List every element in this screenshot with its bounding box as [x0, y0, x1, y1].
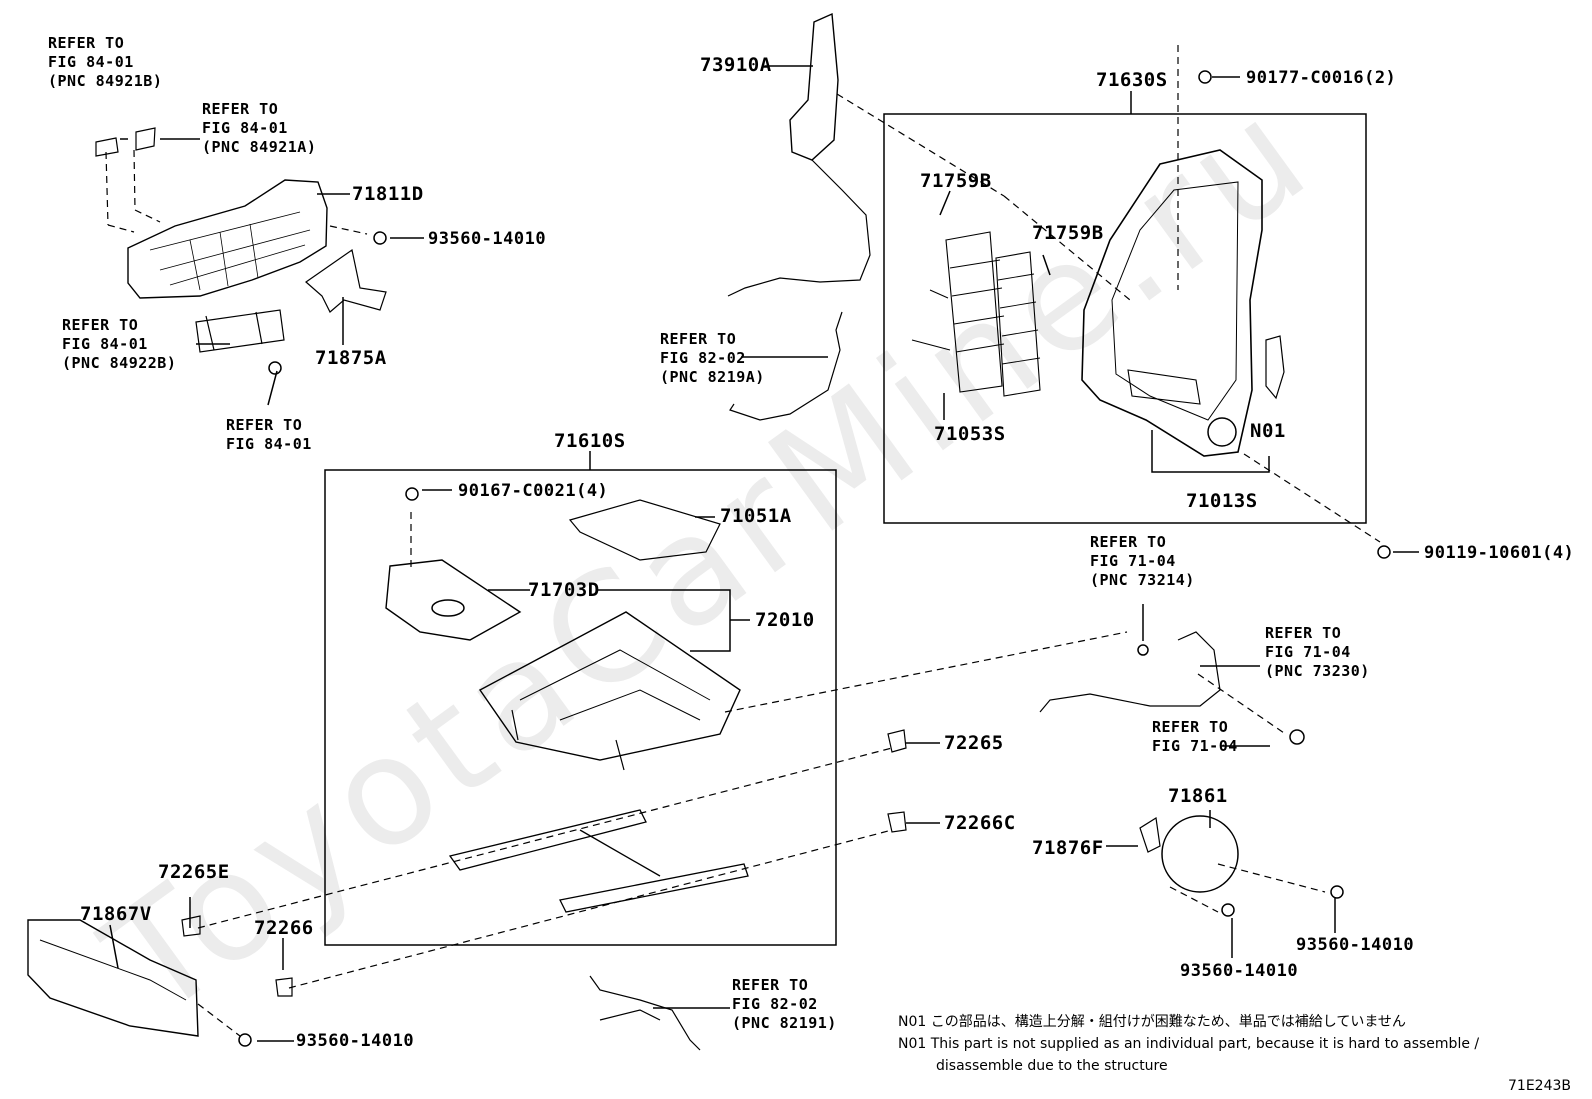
- part-93560-14010: 93560-14010: [1296, 935, 1415, 955]
- part-93560-14010: 93560-14010: [428, 229, 547, 249]
- part-71013S: 71013S: [1186, 490, 1258, 512]
- part-72265: 72265: [944, 732, 1004, 754]
- part-71867V: 71867V: [80, 903, 152, 925]
- note-jp: N01 この部品は、構造上分解・組付けが困難なため、単品では補給していません: [898, 1014, 1406, 1030]
- part-93560-14010: 93560-14010: [1180, 961, 1299, 981]
- part-71630S: 71630S: [1096, 69, 1168, 91]
- part-71811D: 71811D: [352, 183, 424, 205]
- part-71053S: 71053S: [934, 423, 1006, 445]
- part-N01: N01: [1250, 420, 1286, 442]
- part-71703D: 71703D: [528, 579, 600, 601]
- figure-code: 71E243B: [1508, 1078, 1571, 1094]
- note-en-line1: N01 This part is not supplied as an indi…: [898, 1036, 1480, 1052]
- seat-frame-71811D: [127, 179, 328, 299]
- ref-73230: REFER TO FIG 71-04 (PNC 73230): [1265, 624, 1370, 680]
- ref-84921B: REFER TO FIG 84-01 (PNC 84921B): [48, 34, 163, 90]
- part-72010: 72010: [755, 609, 815, 631]
- part-71875A: 71875A: [315, 347, 387, 369]
- note-en-line2: disassemble due to the structure: [936, 1058, 1168, 1074]
- ref-8219A: REFER TO FIG 82-02 (PNC 8219A): [660, 330, 765, 386]
- part-72265E: 72265E: [158, 861, 230, 883]
- part-90119: 90119-10601(4): [1424, 543, 1575, 563]
- ref-84922B: REFER TO FIG 84-01 (PNC 84922B): [62, 316, 177, 372]
- ref-82191: REFER TO FIG 82-02 (PNC 82191): [732, 976, 837, 1032]
- part-71759B: 71759B: [1032, 222, 1104, 244]
- side-cover-71867V: [27, 919, 199, 1037]
- part-90177: 90177-C0016(2): [1246, 68, 1397, 88]
- ref-84-01-bolt: REFER TO FIG 84-01: [226, 416, 312, 453]
- part-72266: 72266: [254, 917, 314, 939]
- part-71861: 71861: [1168, 785, 1228, 807]
- ref-73214: REFER TO FIG 71-04 (PNC 73214): [1090, 533, 1195, 589]
- ref-71-04: REFER TO FIG 71-04: [1152, 718, 1238, 755]
- part-72266C: 72266C: [944, 812, 1016, 834]
- cushion-frame-box: [324, 469, 837, 946]
- part-71759B: 71759B: [920, 170, 992, 192]
- part-71610S: 71610S: [554, 430, 626, 452]
- part-71876F: 71876F: [1032, 837, 1104, 859]
- part-71051A: 71051A: [720, 505, 792, 527]
- ref-84921A: REFER TO FIG 84-01 (PNC 84921A): [202, 100, 317, 156]
- part-73910A: 73910A: [700, 54, 772, 76]
- backrest-frame-71630S: [1081, 149, 1263, 457]
- part-90167: 90167-C0021(4): [458, 481, 609, 501]
- part-93560-14010: 93560-14010: [296, 1031, 415, 1051]
- backrest-frame-box: [883, 113, 1367, 524]
